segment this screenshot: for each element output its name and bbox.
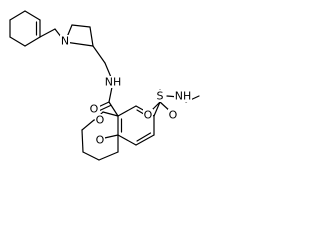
atom-label-o-ring-top: O [96,114,105,127]
bond [81,129,84,153]
bond [108,101,119,117]
atom-label-o-carbonyl: O [90,103,99,116]
bond [82,151,100,161]
bond [89,26,94,47]
bond [98,151,119,161]
bond [136,132,152,142]
atom-label-o-ring-bottom: O [96,134,105,147]
bond [117,105,137,117]
bonds [9,10,200,161]
atom-label-n-sulfonamide: NH [175,90,192,103]
bond [92,45,106,64]
bond [102,111,119,117]
atom-label-n-amide: NH [105,76,122,89]
bond [81,119,95,131]
bond [135,134,155,146]
bond [39,28,56,38]
atom-label-o-sulfonyl-left: O [144,109,153,122]
bond [71,24,91,28]
atom-label-n-ring: N [61,35,69,48]
bond [153,101,161,117]
atom-labels: N NH O O O S O O NH [60,35,192,147]
atom-label-o-sulfonyl-right: O [169,109,178,122]
bond [9,36,26,47]
bond [24,10,41,21]
bond [117,134,137,146]
bond [24,36,41,47]
molecule-structure: N NH O O O S O O NH [9,10,200,161]
atom-label-sulfur: S [157,90,164,103]
bond [9,10,26,21]
